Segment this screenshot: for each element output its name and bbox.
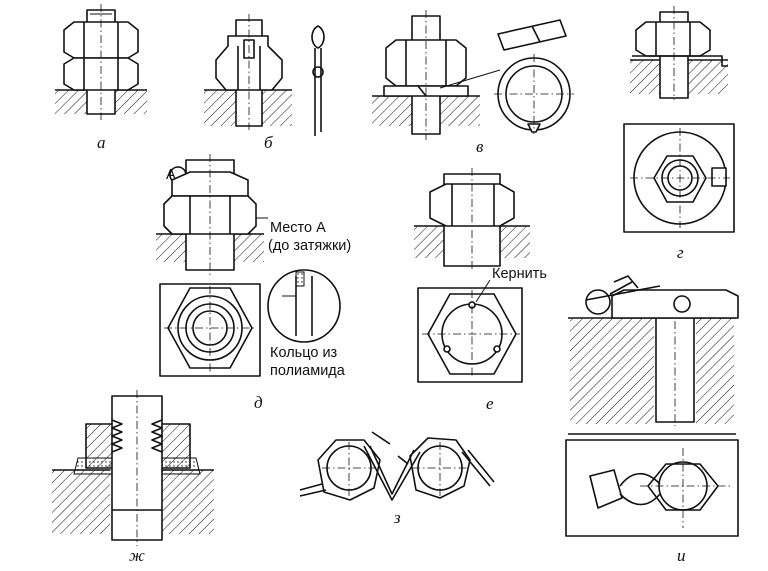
- label-b: б: [264, 133, 273, 152]
- ring-line2: полиамида: [270, 363, 346, 379]
- variant-a-lock-nut: [55, 4, 147, 120]
- variant-z-wire-lock: [299, 431, 495, 501]
- place-a-line1: Место А: [270, 220, 326, 236]
- variant-b-castle-nut-cotter-pin: [204, 14, 325, 136]
- punch-label: Кернить: [492, 266, 547, 282]
- label-e: е: [486, 394, 494, 413]
- label-v: в: [476, 137, 484, 156]
- label-i: и: [677, 546, 686, 565]
- variant-g-tab-washer-plan: [623, 123, 735, 233]
- label-d: д: [254, 393, 263, 412]
- label-z: з: [393, 508, 401, 527]
- place-a-line2: (до затяжки): [268, 238, 351, 254]
- variant-d-nylon-insert-nut: [156, 154, 341, 377]
- place-a-marker: А: [166, 167, 176, 183]
- label-a: а: [97, 133, 106, 152]
- variant-e-punched-nut: [414, 168, 530, 383]
- variant-i-wired-bolt: [565, 275, 739, 537]
- label-zh: ж: [129, 546, 145, 565]
- variant-g-tab-washer-section: [630, 6, 728, 100]
- label-g-lower: г: [677, 243, 684, 262]
- variant-v-spring-washer: [372, 10, 574, 140]
- ring-line1: Кольцо из: [270, 345, 338, 361]
- variant-zh-staked-insert: [52, 390, 214, 546]
